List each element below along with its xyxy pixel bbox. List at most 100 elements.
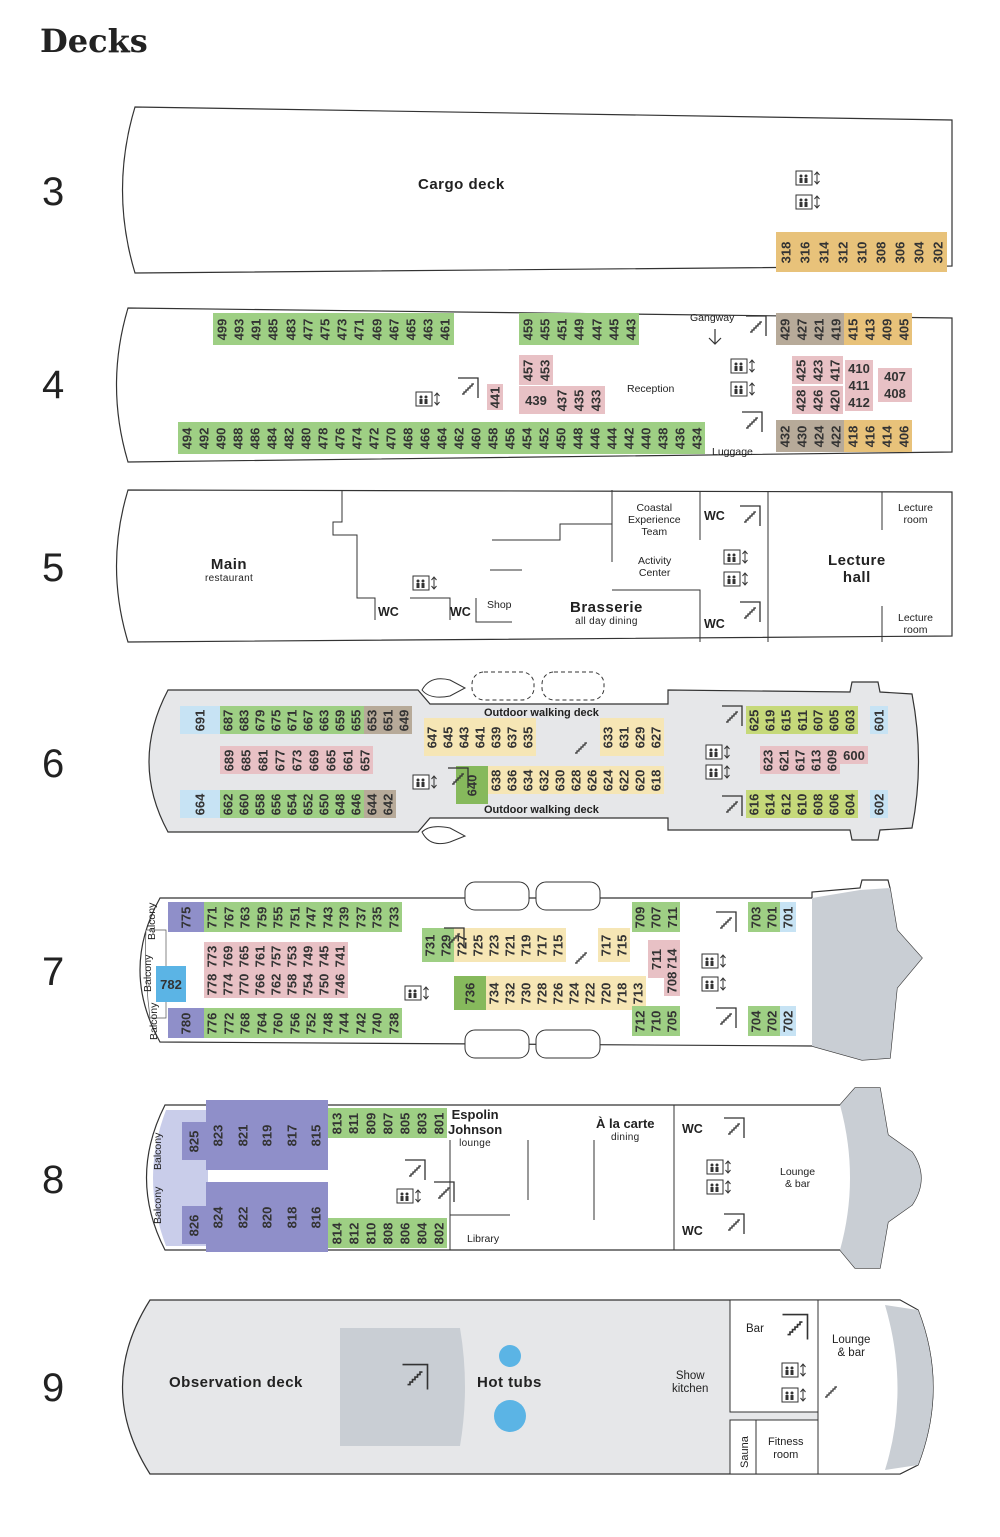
cabin-633: 633 <box>600 718 616 756</box>
cabin-619: 619 <box>762 706 778 734</box>
elevator-icon <box>723 570 751 593</box>
cabin-456: 456 <box>501 422 518 454</box>
cabin-651: 651 <box>380 706 396 734</box>
cabin-701: 701 <box>764 902 780 932</box>
cabin-705: 705 <box>664 1006 680 1036</box>
cabin-655: 655 <box>348 706 364 734</box>
cabin-408: 408 <box>878 385 912 402</box>
cabin-631: 631 <box>616 718 632 756</box>
cabin-412: 412 <box>845 394 873 411</box>
cabin-723: 723 <box>486 928 502 962</box>
cabin-455: 455 <box>536 313 554 345</box>
cabin-432: 432 <box>776 420 793 452</box>
balcony-label: Balcony <box>152 1132 164 1170</box>
cabin-430: 430 <box>793 420 810 452</box>
cabin-821: 821 <box>230 1100 255 1170</box>
cabin-807: 807 <box>379 1108 396 1138</box>
deck-5-walls <box>332 490 883 642</box>
cabin-453: 453 <box>536 355 554 385</box>
cabin-804: 804 <box>413 1218 430 1248</box>
stairs-icon <box>824 1384 840 1403</box>
deck-number-6: 6 <box>42 742 65 786</box>
cabin-627: 627 <box>648 718 664 756</box>
cabin-638: 638 <box>488 766 504 794</box>
cabin-461: 461 <box>436 313 454 345</box>
cabin-715: 715 <box>614 928 630 962</box>
stairs-icon <box>403 1158 427 1187</box>
cabin-647: 647 <box>424 718 440 756</box>
wc-label: WC <box>682 1122 703 1136</box>
cabin-754: 754 <box>300 970 316 998</box>
deck-6-lifeboat <box>421 678 467 698</box>
cabin-679: 679 <box>252 706 268 734</box>
stairs-icon <box>442 926 466 955</box>
cabin-823: 823 <box>206 1100 231 1170</box>
cabin-648: 648 <box>332 790 348 818</box>
cabin-434: 434 <box>688 422 705 454</box>
stairs-icon <box>400 1362 430 1397</box>
cabin-759: 759 <box>253 902 270 932</box>
show-kitchen-label: Show kitchen <box>672 1370 709 1396</box>
cabin-671: 671 <box>284 706 300 734</box>
deck-3-hull <box>121 106 953 274</box>
outdoor-walking-deck-label: Outdoor walking deck <box>484 804 599 816</box>
wc-label: WC <box>682 1224 703 1238</box>
cabin-659: 659 <box>332 706 348 734</box>
cabin-803: 803 <box>413 1108 430 1138</box>
elevator-icon <box>701 975 729 998</box>
cabin-749: 749 <box>300 942 316 970</box>
cabin-767: 767 <box>220 902 237 932</box>
cabin-756: 756 <box>286 1008 303 1038</box>
cabin-452: 452 <box>535 422 552 454</box>
cabin-451: 451 <box>553 313 571 345</box>
cabin-740: 740 <box>369 1008 386 1038</box>
cabin-618: 618 <box>648 766 664 794</box>
cabin-491: 491 <box>247 313 265 345</box>
cabin-763: 763 <box>237 902 254 932</box>
elevator-icon <box>705 763 733 786</box>
cabin-721: 721 <box>502 928 518 962</box>
cabin-465: 465 <box>402 313 420 345</box>
deck-9-hottub-area <box>340 1328 465 1446</box>
cabin-415: 415 <box>844 313 861 345</box>
cabin-774: 774 <box>220 970 236 998</box>
cabin-819: 819 <box>254 1100 280 1170</box>
cabin-463: 463 <box>419 313 437 345</box>
cabin-616: 616 <box>746 790 762 818</box>
cabin-492: 492 <box>195 422 212 454</box>
cabin-414: 414 <box>878 420 895 452</box>
cabin-719: 719 <box>518 928 534 962</box>
balcony-label: Balcony <box>148 1002 160 1040</box>
cabin-722: 722 <box>582 976 598 1010</box>
wc-label: WC <box>378 605 399 619</box>
cabin-738: 738 <box>385 1008 402 1038</box>
cabin-634: 634 <box>520 766 536 794</box>
stairs-icon <box>574 740 590 759</box>
cabin-681: 681 <box>254 746 271 774</box>
hot-tub-large <box>494 1400 526 1432</box>
cabin-811: 811 <box>345 1108 362 1138</box>
cabin-608: 608 <box>810 790 826 818</box>
lecture-hall-label: Lecture hall <box>828 552 886 587</box>
wc-label: WC <box>704 509 725 523</box>
shop-label: Shop <box>487 599 512 611</box>
cabin-704: 704 <box>748 1006 764 1036</box>
cabin-745: 745 <box>316 942 332 970</box>
cabin-743: 743 <box>319 902 336 932</box>
gangway-label: Gangway <box>690 312 735 324</box>
cabin-476: 476 <box>331 422 348 454</box>
cabin-642: 642 <box>380 790 396 818</box>
cabin-661: 661 <box>339 746 356 774</box>
cabin-436: 436 <box>671 422 688 454</box>
deck-7-bow-area <box>812 888 922 1060</box>
cabin-667: 667 <box>300 706 316 734</box>
lounge-bar-label: Lounge & bar <box>832 1334 871 1360</box>
cabin-464: 464 <box>433 422 450 454</box>
cabin-439: 439 <box>519 386 553 414</box>
library-label: Library <box>467 1233 500 1245</box>
cabin-766: 766 <box>252 970 268 998</box>
bar-label: Bar <box>746 1323 764 1335</box>
cabin-435: 435 <box>570 386 588 414</box>
cabin-641: 641 <box>472 718 488 756</box>
stairs-icon <box>722 1116 746 1145</box>
